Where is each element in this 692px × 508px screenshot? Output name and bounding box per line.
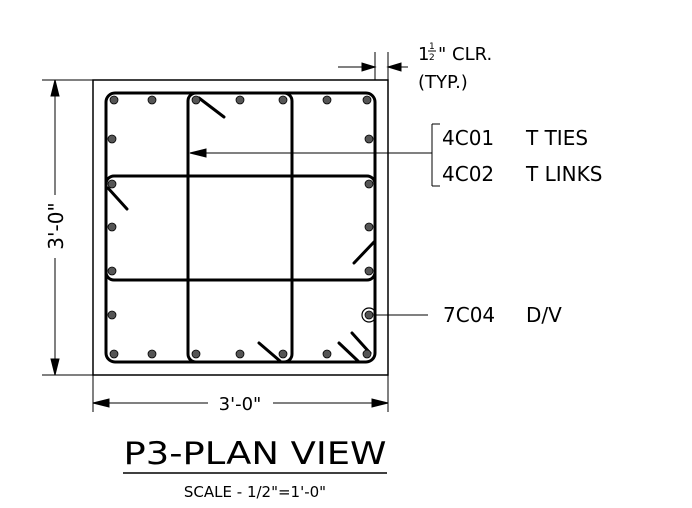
concrete-outline (92, 79, 389, 376)
bar-description: D/V (526, 303, 562, 327)
links-description: T LINKS (525, 162, 602, 186)
ties-description: T TIES (525, 126, 588, 150)
links-mark: 4C02 (442, 162, 494, 186)
ties-mark: 4C01 (442, 126, 494, 150)
longitudinal-bars (107, 95, 374, 359)
width-dimension (92, 375, 389, 412)
ties-leader (189, 123, 440, 187)
drawing-title: P3-PLAN VIEW (124, 436, 387, 472)
height-dimension-label: 3'-0" (44, 202, 68, 249)
bar-7c04-marker (361, 307, 377, 323)
height-dimension (42, 79, 93, 376)
drawing-scale: SCALE - 1/2"=1'-0" (184, 483, 326, 501)
clearance-typical-note: (TYP.) (418, 72, 468, 93)
perimeter-tie (104, 91, 377, 364)
bar-mark: 7C04 (443, 303, 495, 327)
clearance-whole: 1 (418, 44, 429, 65)
width-dimension-label: 3'-0" (219, 394, 262, 415)
horizontal-link-tie (104, 174, 377, 282)
tie-hooks (106, 96, 376, 363)
clearance-fraction-denominator: 2 (429, 53, 435, 63)
clearance-fraction-numerator: 1 (429, 42, 435, 52)
vertical-link-tie (186, 91, 294, 364)
clearance-label: " CLR. (438, 44, 492, 65)
clearance-dimension (338, 52, 408, 80)
